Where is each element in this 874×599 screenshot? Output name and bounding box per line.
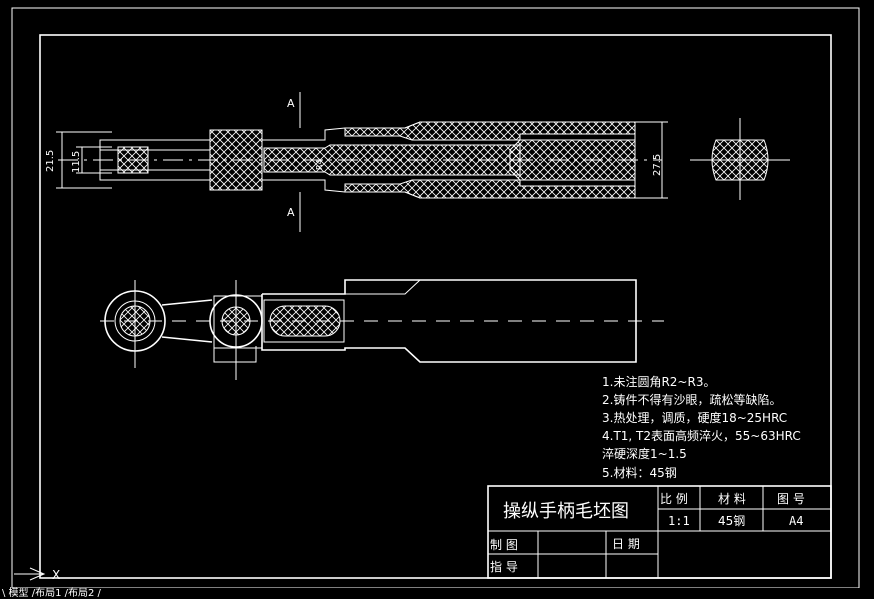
section-label-bottom: A xyxy=(287,206,295,219)
date-label: 日 期 xyxy=(612,537,640,551)
hdr-scale: 比 例 xyxy=(660,492,688,506)
hatched-core xyxy=(263,144,521,176)
drawn-label: 制 图 xyxy=(490,538,518,552)
plan-view xyxy=(100,279,664,380)
dim-left-inner: 11.5 xyxy=(71,151,82,173)
section-aa-view xyxy=(690,118,790,200)
dim-small-radius: R4 xyxy=(315,159,324,170)
section-label-top: A xyxy=(287,97,295,110)
val-scale: 1:1 xyxy=(668,514,690,528)
note-4: 4.T1, T2表面高频淬火，55~63HRC xyxy=(602,428,801,443)
title-block: 操纵手柄毛坯图 比 例 材 料 图 号 1:1 45钢 A4 制 图 指 导 日… xyxy=(487,485,832,579)
hdr-drawing-no: 图 号 xyxy=(777,492,805,506)
guided-label: 指 导 xyxy=(490,559,518,574)
note-3: 3.热处理，调质，硬度18~25HRC xyxy=(602,410,787,425)
dim-right-outer: 27.5 xyxy=(652,154,663,176)
dim-left-outer: 21.5 xyxy=(45,150,56,172)
note-4b: 淬硬深度1~1.5 xyxy=(602,446,687,461)
hatched-boss xyxy=(209,129,263,191)
layout-tabs[interactable]: \ 模型 /布局1 /布局2 / xyxy=(2,588,101,599)
hdr-material: 材 料 xyxy=(718,492,746,506)
drawing-title: 操纵手柄毛坯图 xyxy=(503,501,629,522)
ucs-icon: X xyxy=(14,567,60,582)
layout-tabs-bar[interactable] xyxy=(0,588,874,599)
sectional-view: A A 21.5 11.5 27.5 xyxy=(45,92,668,232)
slot-hatch xyxy=(269,305,341,337)
drawing-frame xyxy=(39,34,832,579)
note-2: 2.铸件不得有沙眼，疏松等缺陷。 xyxy=(602,392,781,407)
ucs-x-label: X xyxy=(52,568,60,582)
val-drawing-no: A4 xyxy=(789,514,803,528)
val-material: 45钢 xyxy=(718,514,745,528)
note-1: 1.未注圆角R2~R3。 xyxy=(602,374,715,389)
technical-notes: 1.未注圆角R2~R3。 2.铸件不得有沙眼，疏松等缺陷。 3.热处理，调质，硬… xyxy=(602,374,801,480)
note-5: 5.材料：45钢 xyxy=(602,466,677,480)
